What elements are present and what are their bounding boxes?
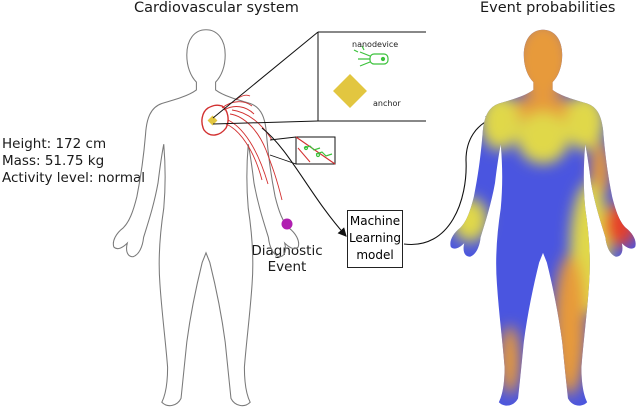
ml-line-1: Machine [349,214,401,228]
right-panel-title: Event probabilities [480,0,616,16]
probability-heatmap-body [450,29,636,406]
patient-stats: Height: 172 cm Mass: 51.75 kg Activity l… [2,136,145,187]
left-body-outline [112,29,300,407]
ml-line-2: Learning [348,231,402,245]
anchor-label: anchor [373,99,401,108]
mass-stat: Mass: 51.75 kg [2,153,105,169]
ml-model-box: Machine Learning model [347,210,403,268]
heart-vessels [201,94,283,201]
height-stat: Height: 172 cm [2,136,107,152]
vessel-inset [269,136,336,165]
ml-line-3: model [356,248,394,262]
arrow-to-model [261,127,347,237]
diagnostic-event-line-1: Diagnostic [251,243,323,259]
diagnostic-event-dot [281,218,293,230]
anchor-marker [207,115,218,126]
anchor-diamond [333,74,367,108]
nanodevice-icon [353,45,389,67]
activity-stat: Activity level: normal [2,170,146,186]
arrow-to-probabilities [403,116,496,245]
zoom-lines [212,31,426,125]
nanodevice-label: nanodevice [352,40,399,49]
left-panel-title: Cardiovascular system [134,0,299,16]
diagnostic-event-label: Diagnostic Event [246,243,328,275]
diagnostic-event-line-2: Event [267,259,307,275]
